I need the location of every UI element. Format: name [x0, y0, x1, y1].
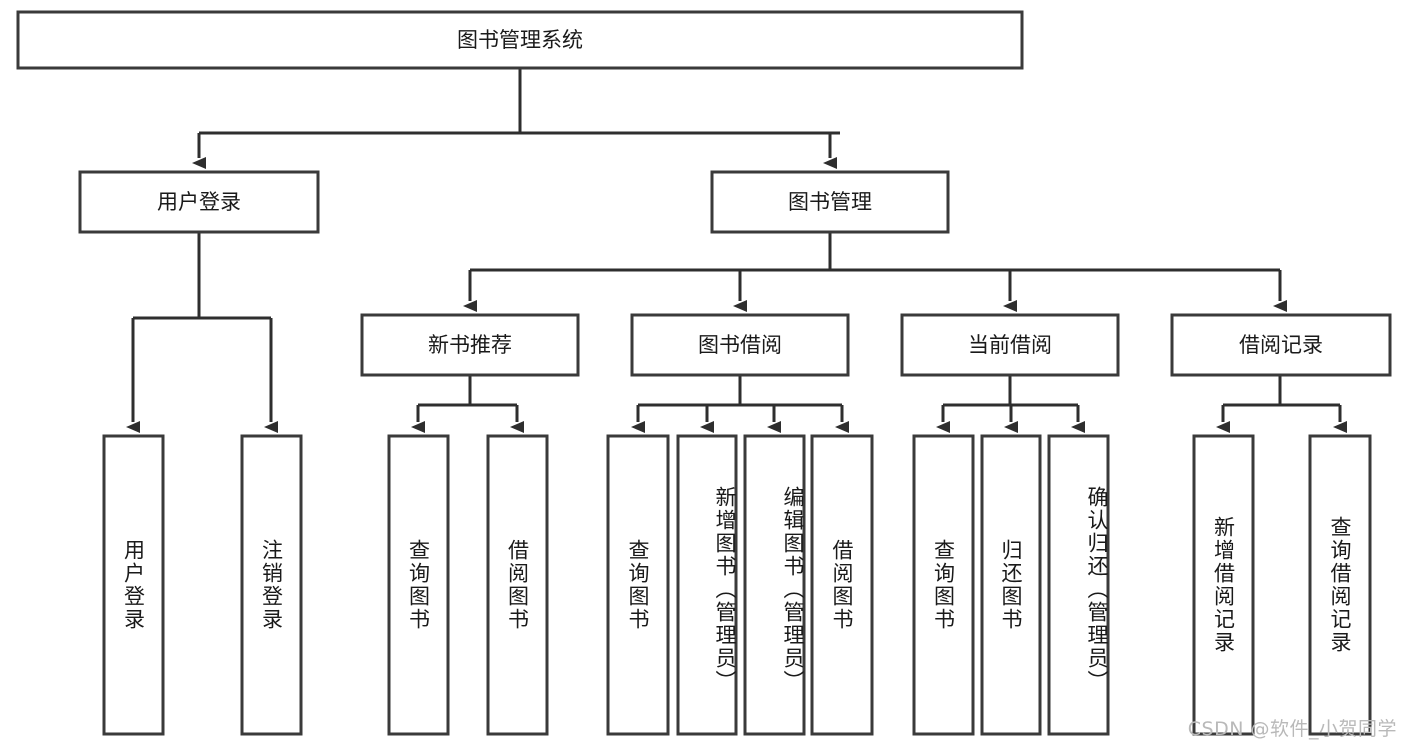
node-leaf-return-book-box[interactable]: [980, 434, 1042, 736]
node-book-manage-label: 图书管理: [788, 190, 872, 214]
node-new-book-recommend-box[interactable]: [360, 313, 580, 377]
node-leaf-add-book-box[interactable]: [676, 434, 738, 736]
node-user-login-box[interactable]: [78, 170, 320, 234]
node-user-login-label: 用户登录: [157, 190, 241, 214]
node-book-manage-box[interactable]: [710, 170, 950, 234]
node-book-borrow[interactable]: 图书借阅: [630, 313, 850, 377]
node-root-label: 图书管理系统: [457, 28, 583, 52]
node-leaf-query-book-2-box[interactable]: [606, 434, 670, 736]
node-current-borrow-label: 当前借阅: [968, 333, 1052, 357]
node-borrow-record[interactable]: 借阅记录: [1170, 313, 1392, 377]
node-borrow-record-label: 借阅记录: [1239, 333, 1323, 357]
node-new-book-recommend-label: 新书推荐: [428, 333, 512, 357]
node-leaf-user-logout-box[interactable]: [240, 434, 303, 736]
node-borrow-record-box[interactable]: [1170, 313, 1392, 377]
node-leaf-user-login-box[interactable]: [102, 434, 165, 736]
node-leaf-borrow-book-2-box[interactable]: [810, 434, 874, 736]
watermark-text: CSDN @软件_小贺同学: [1187, 718, 1397, 740]
node-leaf-query-book-1-box[interactable]: [387, 434, 450, 736]
node-book-borrow-box[interactable]: [630, 313, 850, 377]
node-leaf-query-record-box[interactable]: [1308, 434, 1372, 736]
node-leaf-edit-book-box[interactable]: [743, 434, 806, 736]
node-root[interactable]: 图书管理系统: [16, 10, 1024, 70]
node-book-borrow-label: 图书借阅: [698, 333, 782, 357]
connector-layer: [126, 68, 1347, 433]
node-root-box[interactable]: [16, 10, 1024, 70]
node-current-borrow[interactable]: 当前借阅: [900, 313, 1120, 377]
node-new-book-recommend[interactable]: 新书推荐: [360, 313, 580, 377]
node-current-borrow-box[interactable]: [900, 313, 1120, 377]
node-user-login[interactable]: 用户登录: [78, 170, 320, 234]
node-book-manage[interactable]: 图书管理: [710, 170, 950, 234]
node-leaf-confirm-return-box[interactable]: [1047, 434, 1110, 736]
node-leaf-borrow-book-1-box[interactable]: [486, 434, 549, 736]
node-leaf-query-book-3-box[interactable]: [912, 434, 975, 736]
node-leaf-add-record-box[interactable]: [1192, 434, 1255, 736]
